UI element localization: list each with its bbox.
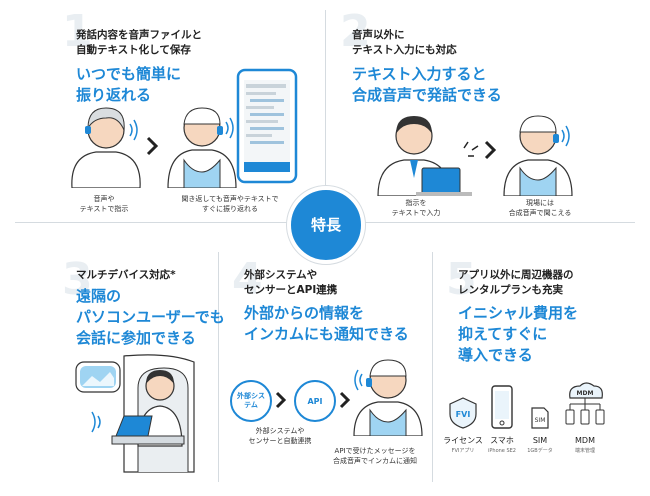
arrow-right-icon <box>146 136 159 156</box>
worker-listening-icon <box>167 107 237 188</box>
device-label-mdm: MDM 端末管理 <box>574 436 595 454</box>
feature-2-lead: テキスト入力すると 合成音声で発話できる <box>352 65 502 104</box>
mdm-icon-text: MDM <box>577 390 594 397</box>
feature-3-illustration <box>75 354 195 473</box>
feature-4-number: 4 <box>232 254 263 305</box>
feature-1-lead: いつでも簡単に 振り返れる <box>76 65 182 104</box>
arrow-right-icon <box>484 140 497 160</box>
device-label-phone: スマホ iPhone SE2 <box>488 436 516 454</box>
center-label: 特長 <box>310 216 341 234</box>
device-label-sim: SIM 1GBデータ <box>527 436 553 454</box>
divider-bottom-1 <box>218 252 219 482</box>
feature-5-heading: アプリ以外に周辺機器の レンタルプランも充実 <box>458 269 574 296</box>
man-typing-icon <box>377 116 479 196</box>
arrow-right-icon <box>275 391 287 409</box>
woman-speaking-icon <box>71 107 141 188</box>
feature-5-number: 5 <box>446 254 477 305</box>
smartphone-icon <box>236 68 298 184</box>
feature-4-caption-2: APIで受けたメッセージを 合成音声でインカムに通知 <box>333 447 417 465</box>
worker-listening-icon <box>503 115 573 196</box>
feature-3-lead: 遠隔の パソコンユーザーでも 会話に参加できる <box>76 287 225 347</box>
feature-2-number: 2 <box>340 6 371 57</box>
api-pill: API <box>294 380 336 422</box>
feature-5-lead: イニシャル費用を 抑えてすぐに 導入できる <box>458 304 579 364</box>
feature-1-illustration <box>71 68 298 188</box>
feature-center-badge: 特長 <box>287 186 365 264</box>
feature-2-caption-1: 指示を テキストで入力 <box>391 199 441 217</box>
arrow-right-icon <box>339 391 351 409</box>
divider-bottom-2 <box>432 252 433 482</box>
feature-1-caption-1: 音声や テキストで指示 <box>79 195 129 213</box>
external-system-pill: 外部システム <box>230 380 272 422</box>
mdm-cloud-icon: MDM <box>565 382 605 425</box>
train-seat-pc-user-icon <box>75 354 195 473</box>
license-icon-text: FVI <box>456 410 471 419</box>
divider-mid-right <box>360 222 635 223</box>
divider-mid <box>15 222 287 223</box>
feature-4-lead: 外部からの情報を インカムにも通知できる <box>244 304 409 343</box>
sim-icon-text: SIM <box>535 417 546 424</box>
license-icon: FVI <box>449 397 477 429</box>
feature-1-heading: 発話内容を音声ファイルと 自動テキスト化して保存 <box>76 29 202 56</box>
feature-4-heading: 外部システムや センサーとAPI連携 <box>244 269 338 296</box>
feature-2-illustration <box>377 115 573 196</box>
smartphone-device-icon <box>491 385 513 429</box>
feature-2-heading: 音声以外に テキスト入力にも対応 <box>352 29 457 56</box>
feature-4-caption-1: 外部システムや センサーと自動連携 <box>248 427 312 445</box>
feature-4-illustration <box>353 359 423 436</box>
feature-1-caption-2: 聞き返しても音声やテキストで すぐに振り返れる <box>181 195 279 213</box>
worker-listening-icon <box>353 359 423 436</box>
divider-top <box>325 10 326 190</box>
feature-3-number: 3 <box>62 254 93 305</box>
sim-card-icon: SIM <box>531 407 549 429</box>
feature-2-caption-2: 現場には 合成音声で聞こえる <box>508 199 572 217</box>
feature-3-heading: マルチデバイス対応* <box>76 269 176 281</box>
feature-1-number: 1 <box>62 6 93 57</box>
device-label-license: ライセンス FVIアプリ <box>443 436 483 454</box>
